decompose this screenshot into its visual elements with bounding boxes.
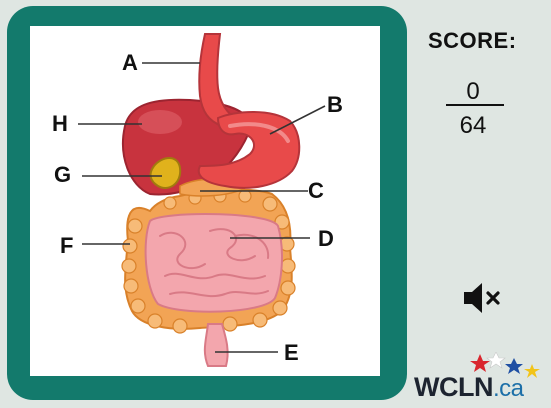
score-total: 64: [459, 112, 487, 139]
score-title: SCORE:: [428, 28, 517, 53]
label-d[interactable]: D: [318, 226, 334, 251]
label-b[interactable]: B: [327, 92, 343, 117]
leader-lines: [78, 62, 326, 353]
rectum: [203, 323, 229, 367]
digestive-system-diagram: [78, 33, 326, 367]
logo-suffix: .ca: [492, 375, 524, 402]
colon-haustra: [121, 189, 296, 334]
speaker-muted-icon: [464, 283, 500, 313]
score-divider: [446, 104, 504, 106]
logo-text: WCLN.ca: [414, 372, 524, 403]
label-f[interactable]: F: [60, 233, 74, 258]
logo-stars-icon: [470, 352, 540, 378]
label-e[interactable]: E: [284, 340, 299, 365]
logo-main: WCLN: [414, 372, 493, 402]
diagram-panel: [30, 26, 380, 376]
score-current: 0: [466, 78, 480, 105]
label-g[interactable]: G: [54, 162, 72, 187]
wcln-logo[interactable]: WCLN.ca: [414, 352, 544, 404]
label-c[interactable]: C: [308, 178, 324, 203]
label-a[interactable]: A: [122, 50, 138, 75]
mute-button[interactable]: [462, 280, 504, 316]
gallbladder: [149, 157, 182, 189]
label-h[interactable]: H: [52, 111, 68, 136]
leader-line-b: [269, 105, 326, 135]
